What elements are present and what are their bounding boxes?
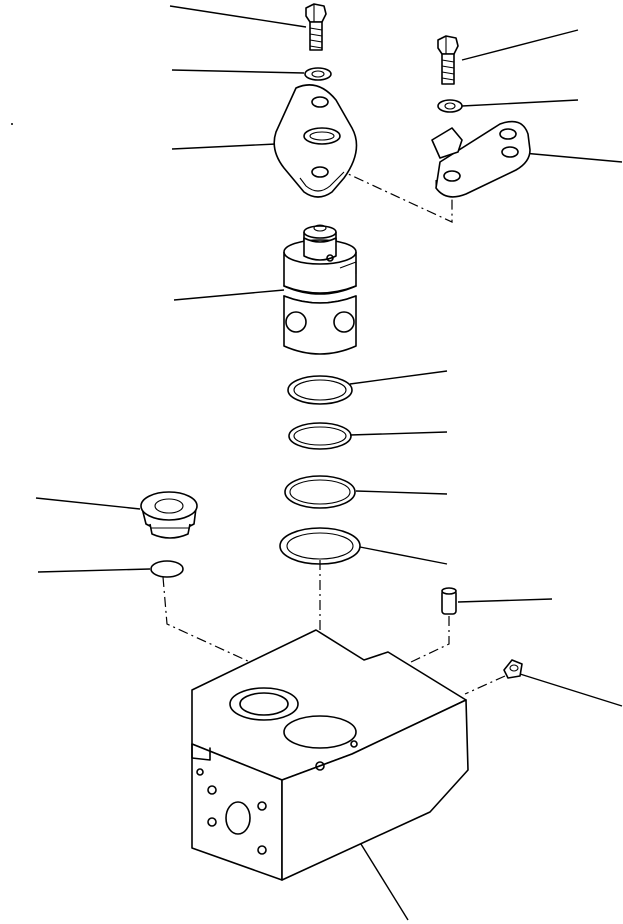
leader-spool-cartridge	[173, 289, 285, 301]
bolt-upper-left	[305, 3, 327, 51]
leader-lines	[35, 5, 623, 921]
centerline-fitting	[464, 675, 506, 695]
o-ring-2	[288, 422, 352, 450]
leader-washer-upper-right	[461, 99, 579, 107]
leader-backup-ring	[359, 546, 448, 565]
plug	[140, 491, 198, 539]
stray-dot	[11, 123, 13, 125]
leader-flange-plate	[171, 143, 277, 150]
grease-fitting	[503, 659, 523, 679]
leader-o-ring-3	[355, 490, 448, 495]
leader-o-ring-1	[349, 370, 448, 385]
centerline-flange-to-clamp	[317, 159, 453, 223]
backup-ring	[279, 527, 361, 565]
leader-bolt-upper-right	[461, 29, 579, 61]
washer-upper-left	[304, 67, 332, 81]
dowel-pin	[441, 587, 457, 615]
leader-bolt-upper-left	[169, 5, 307, 28]
leader-washer-upper-left	[171, 69, 305, 74]
o-ring-1	[287, 375, 353, 405]
spool-cartridge	[283, 224, 357, 355]
leader-grease-fitting	[519, 673, 623, 707]
washer-upper-right	[437, 99, 463, 113]
o-ring-plug	[150, 560, 184, 578]
leader-o-ring-plug	[37, 568, 151, 573]
leader-o-ring-2	[349, 431, 448, 436]
leader-plug	[35, 497, 141, 510]
o-ring-3	[284, 475, 356, 509]
leader-dowel-pin	[457, 598, 553, 603]
leader-valve-body	[355, 835, 409, 921]
bolt-upper-right	[437, 35, 459, 85]
valve-body	[191, 629, 469, 881]
flange-plate	[273, 84, 358, 198]
clamp-plate	[431, 120, 531, 198]
